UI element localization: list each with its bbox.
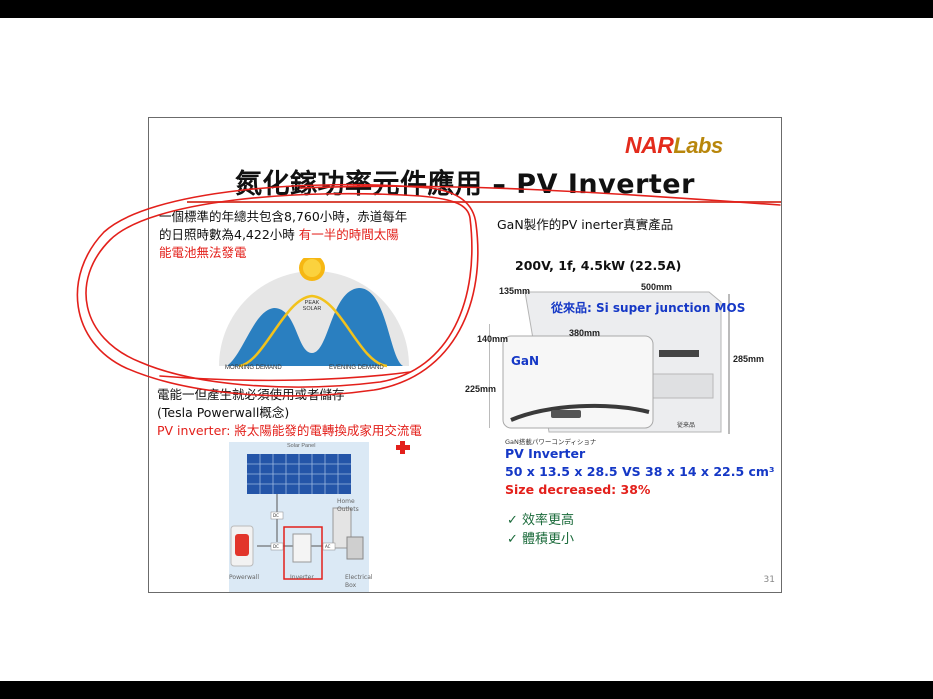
top-black-bar <box>0 0 933 18</box>
peak-label-2: SOLAR <box>303 306 322 312</box>
sunshine-hours-text: 的日照時數為4,422小時 <box>159 227 299 242</box>
ac-label: AC <box>325 544 331 549</box>
title-underline <box>187 201 781 203</box>
half-time-text: 有一半的時間太陽 <box>298 227 399 242</box>
bottom-black-bar <box>0 681 933 699</box>
dim-500mm: 500mm <box>641 282 673 292</box>
energy-storage-text: 電能一但產生就必須使用或者儲存 <box>157 387 345 402</box>
pv-inverter-definition: PV inverter: 將太陽能發的電轉換成家用交流電 <box>157 423 422 438</box>
dim-140mm: 140mm <box>477 334 509 344</box>
dim-380mm: 380mm <box>569 328 601 338</box>
presentation-slide: NARLabs 氮化鎵功率元件應用 – PV Inverter 一個標準的年總共… <box>148 117 782 593</box>
solar-panel-label: Solar Panel <box>287 443 316 449</box>
powerwall-label: Powerwall <box>229 574 260 581</box>
electrical-box-icon <box>346 536 364 560</box>
si-super-junction-label: 從來品: Si super junction MOS <box>551 301 746 315</box>
narlabs-logo: NARLabs <box>625 132 723 158</box>
pv-inverter-title: PV Inverter <box>505 446 586 461</box>
powerwall-battery-icon <box>235 534 249 556</box>
sun-core <box>303 259 321 277</box>
electrical-box-label: Electrical Box <box>345 574 373 589</box>
slide-title: 氮化鎵功率元件應用 – PV Inverter <box>235 169 695 200</box>
inverter-highlight-box <box>283 526 323 580</box>
text-line-sunshine: 的日照時數為4,422小時 有一半的時間太陽 <box>159 226 399 244</box>
inverter-icon <box>292 533 312 563</box>
product-spec: 200V, 1f, 4.5kW (22.5A) <box>515 258 682 273</box>
dim-135mm: 135mm <box>499 286 531 296</box>
size-decreased: Size decreased: 38% <box>505 482 651 497</box>
dc-top-label: DC <box>273 513 279 518</box>
dc-left-label: DC <box>273 544 279 549</box>
gan-label: GaN <box>511 354 539 368</box>
evening-demand-label: EVENING DEMAND <box>329 365 384 371</box>
gan-product-heading: GaN製作的PV inerter真實產品 <box>497 217 674 232</box>
tesla-powerwall-text: (Tesla Powerwall概念) <box>157 405 290 420</box>
text-line-hours: 一個標準的年總共包含8,760小時，赤道每年 <box>159 209 408 224</box>
powerwall-diagram-graphics <box>230 454 364 580</box>
inverter-label: Inverter <box>290 574 314 581</box>
dim-285mm: 285mm <box>733 354 765 364</box>
check-efficiency: ✓ 效率更高 <box>507 513 575 528</box>
inverter-product-photo <box>489 291 730 434</box>
gan-power-conditioner-caption: GaN搭載パワーコンディショナ <box>505 438 597 446</box>
page-number: 31 <box>763 575 775 585</box>
check-volume: ✓ 體積更小 <box>507 532 575 547</box>
dim-225mm: 225mm <box>465 384 497 394</box>
size-comparison: 50 x 13.5 x 28.5 VS 38 x 14 x 22.5 cm³ <box>505 464 775 479</box>
solar-demand-illustration: PEAK SOLAR <box>219 258 409 368</box>
home-outlets-label: Home Outlets <box>337 498 359 513</box>
conventional-product-label: 従来品 <box>677 422 696 429</box>
morning-demand-label: MORNING DEMAND <box>225 365 282 371</box>
